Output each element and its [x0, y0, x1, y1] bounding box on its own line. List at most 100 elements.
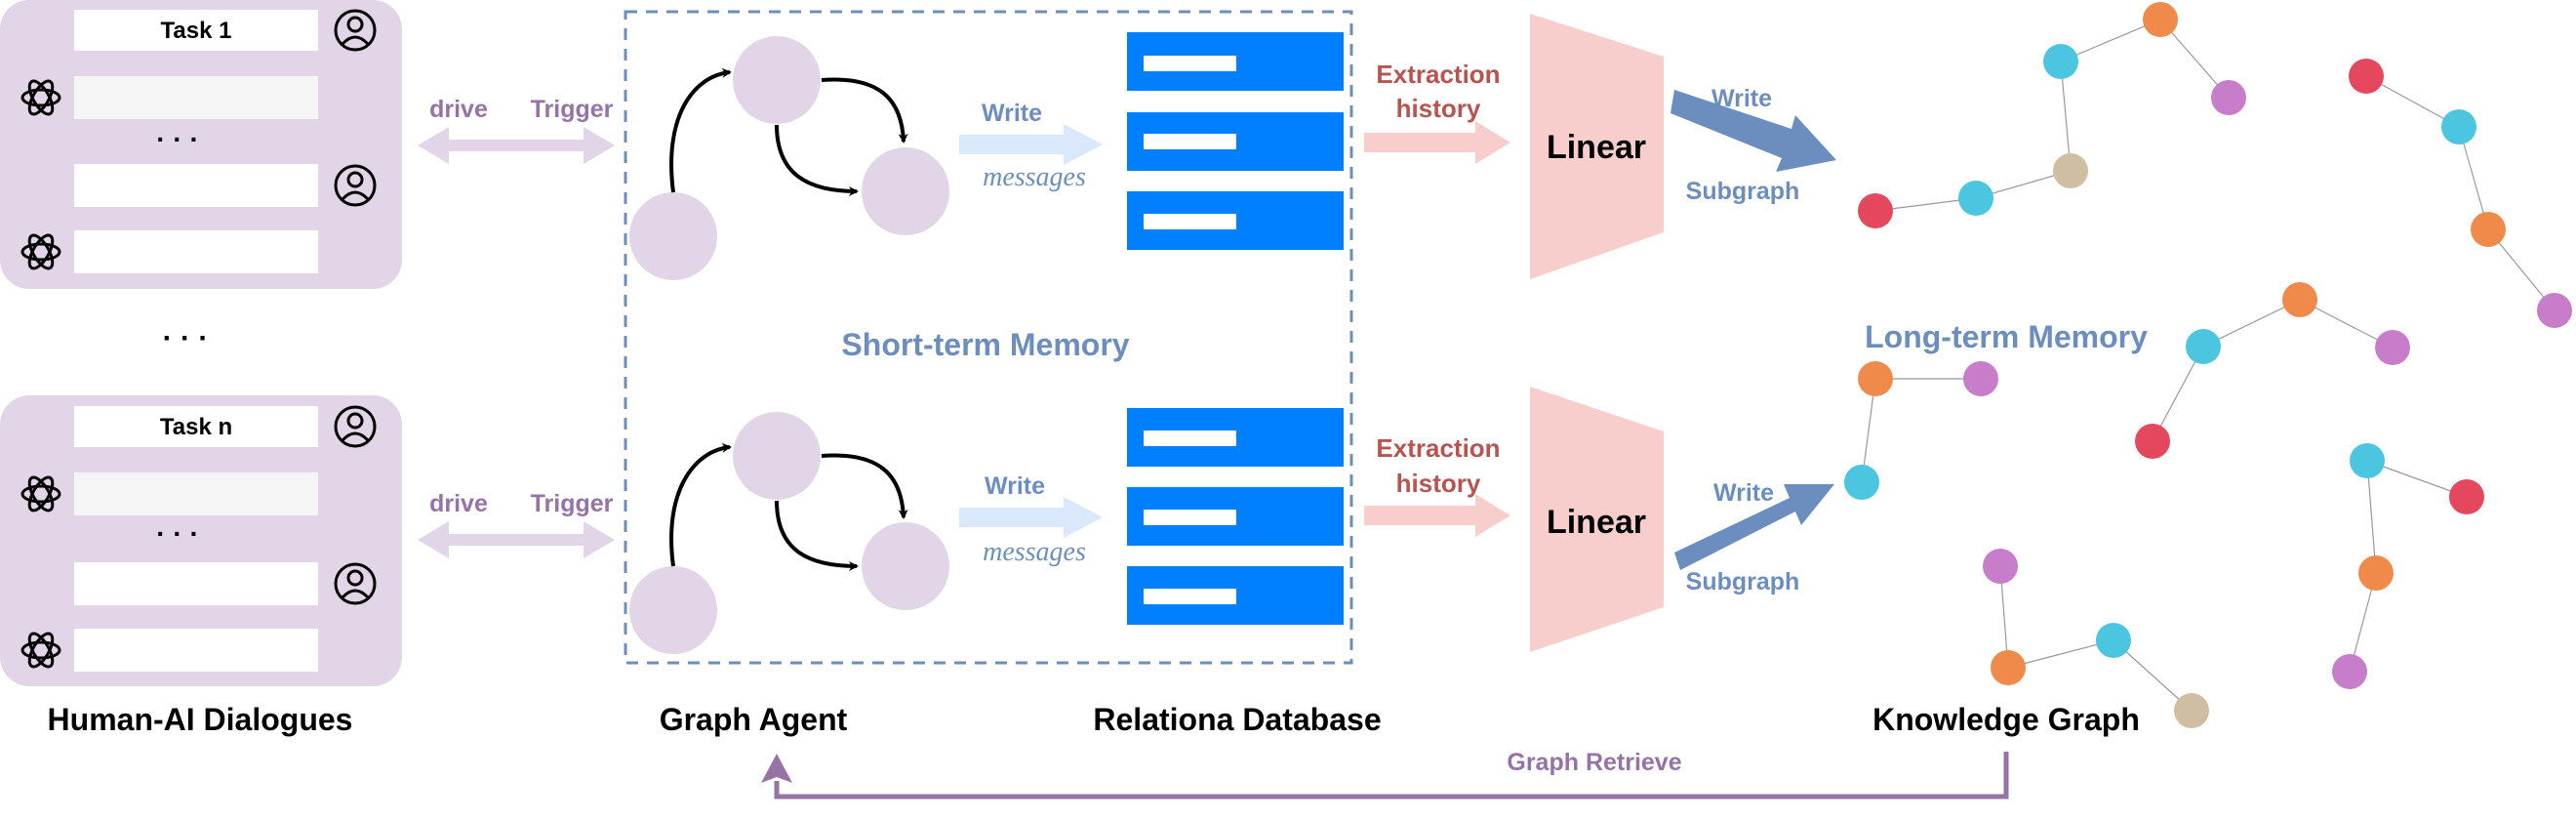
agent-node: [629, 192, 717, 280]
bidirectional-arrow: [418, 521, 615, 558]
agent-node: [733, 412, 821, 500]
subgraph-arrow: [1670, 90, 1836, 172]
extraction-history-top: Extraction history: [1364, 60, 1510, 164]
linear-label: Linear: [1547, 129, 1646, 166]
extraction-label: Extraction: [1376, 433, 1500, 463]
kg-node: [2358, 555, 2394, 591]
database-row-label: [1144, 214, 1236, 229]
agent-edge: [669, 442, 732, 567]
message-box: [74, 164, 318, 207]
write-label: Write: [1711, 85, 1772, 112]
kg-fragment: [2152, 299, 2394, 442]
kg-node: [2350, 443, 2385, 478]
message-box: [74, 629, 318, 672]
trigger-label: Trigger: [531, 490, 614, 517]
linear-trapezoid: [1530, 14, 1664, 279]
history-label: history: [1396, 94, 1481, 123]
between-dialogues-ellipsis: · · ·: [163, 322, 209, 354]
agent-caption: Graph Agent: [660, 702, 848, 737]
kg-node: [2186, 329, 2221, 364]
kg-node: [1983, 549, 2018, 584]
database-row-label: [1144, 134, 1236, 149]
message-box: [74, 562, 318, 605]
short-term-memory-box: [624, 10, 1353, 665]
agent-edge: [775, 124, 859, 196]
kg-node: [1963, 361, 1998, 396]
message-box: [74, 76, 318, 119]
knowledge-graph-caption: Knowledge Graph: [1872, 702, 2140, 737]
task-box: [74, 10, 318, 51]
dialogues-caption: Human-AI Dialogues: [48, 702, 353, 737]
messages-label: messages: [983, 537, 1086, 567]
retrieve-line: [774, 752, 2009, 800]
subgraph-label: Subgraph: [1686, 568, 1800, 595]
kg-node: [2096, 623, 2131, 658]
write-messages-top: Write messages: [959, 100, 1103, 192]
kg-node: [2053, 153, 2088, 188]
agent-edge: [669, 67, 732, 193]
agent-edge: [775, 500, 859, 571]
database-row-label: [1144, 510, 1236, 525]
retrieve-arrowhead: [761, 754, 792, 783]
message-box: [74, 472, 318, 515]
database-row-label: [1144, 430, 1236, 446]
database-row-label: [1144, 56, 1236, 71]
message-box: [74, 230, 318, 273]
kg-node: [1958, 181, 1993, 216]
write-arrow: [959, 497, 1103, 538]
kg-node: [1991, 650, 2026, 685]
kg-node: [2471, 212, 2506, 247]
graph-retrieve-label: Graph Retrieve: [1507, 749, 1681, 776]
dialogue-panel-top: Task 1 · · ·: [0, 0, 402, 289]
extraction-history-bottom: Extraction history: [1364, 433, 1510, 537]
graph-retrieve-link: Graph Retrieve: [761, 749, 2009, 800]
graph-agent-top: [629, 36, 949, 280]
kg-node: [2449, 479, 2484, 514]
dialogue-panel-bottom: Task n · · ·: [0, 395, 402, 686]
database-bottom: [1127, 408, 1344, 625]
subgraph-label: Subgraph: [1686, 178, 1800, 205]
agent-node: [629, 566, 717, 654]
messages-label: messages: [983, 162, 1086, 192]
kg-node: [2135, 424, 2170, 459]
kg-node: [1858, 193, 1893, 228]
write-arrow: [959, 124, 1103, 165]
drive-trigger-link-bottom: drive Trigger: [418, 490, 615, 558]
graph-agent-bottom: [629, 412, 949, 654]
kg-node: [2282, 282, 2317, 317]
database-row-label: [1144, 589, 1236, 604]
kg-nodes: [1844, 2, 2572, 728]
long-term-memory-title: Long-term Memory: [1865, 319, 2148, 354]
agent-edge: [821, 77, 908, 144]
trigger-label: Trigger: [531, 96, 614, 123]
drive-label: drive: [429, 490, 488, 517]
write-label: Write: [985, 472, 1045, 500]
task-box: [74, 406, 318, 447]
kg-node: [2537, 293, 2572, 328]
kg-node: [1844, 465, 1879, 500]
linear-trapezoid: [1530, 387, 1664, 652]
agent-node: [733, 36, 821, 124]
ellipsis: · · ·: [156, 518, 199, 549]
bidirectional-arrow: [418, 127, 615, 164]
task-label: Task n: [160, 414, 232, 440]
kg-fragment: [1999, 565, 2193, 712]
kg-node: [2174, 693, 2209, 728]
kg-node: [2332, 654, 2367, 689]
linear-label: Linear: [1547, 504, 1646, 541]
kg-node: [2441, 109, 2476, 144]
kg-node: [2043, 44, 2078, 79]
agent-node: [862, 522, 949, 610]
extraction-label: Extraction: [1376, 60, 1500, 89]
history-label: history: [1396, 469, 1481, 498]
write-subgraph-top: Write Subgraph: [1670, 85, 1836, 205]
extraction-arrow: [1364, 121, 1510, 164]
agent-edge: [821, 453, 908, 519]
database-caption: Relationa Database: [1093, 702, 1381, 737]
short-term-memory-title: Short-term Memory: [841, 327, 1129, 362]
linear-block-bottom: Linear: [1530, 387, 1664, 652]
subgraph-arrow: [1674, 484, 1834, 570]
drive-label: drive: [429, 96, 488, 123]
linear-block-top: Linear: [1530, 14, 1664, 279]
